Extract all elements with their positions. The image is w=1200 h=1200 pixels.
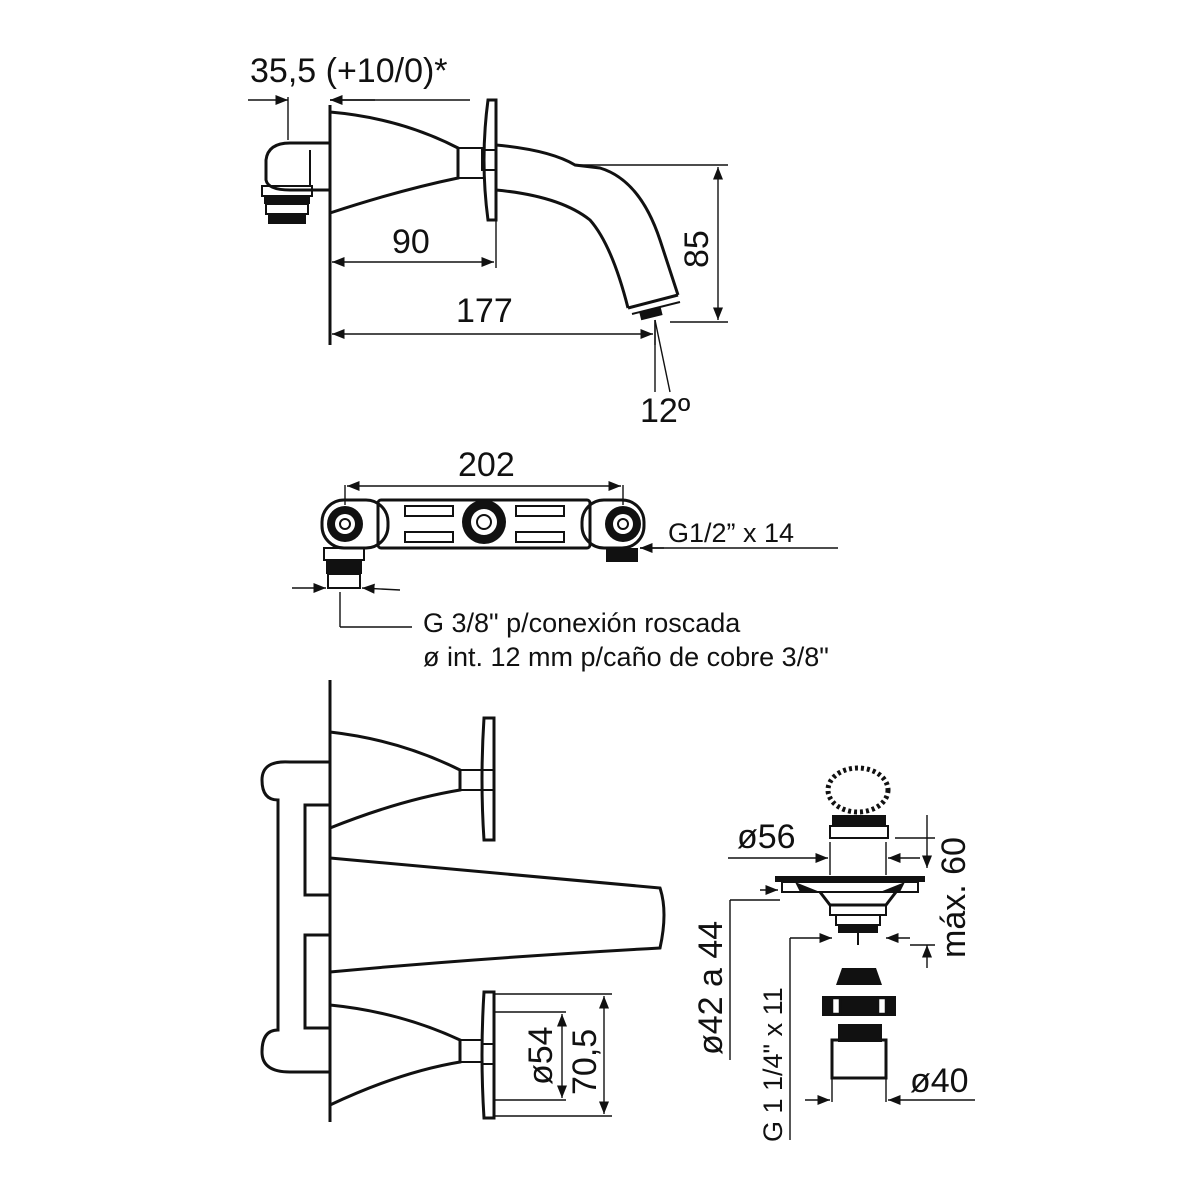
- front-view: ø54 70,5: [260, 680, 666, 1122]
- escutcheon-bell: [329, 110, 460, 215]
- right-valve-seat: [580, 498, 646, 562]
- top-handle: [329, 716, 496, 842]
- dim-54-label: ø54: [522, 1026, 560, 1085]
- drain-flange: [775, 876, 925, 945]
- bottom-handle: [329, 990, 496, 1120]
- dim-max60-label: máx. 60: [935, 837, 973, 958]
- tailpiece: [822, 968, 896, 1080]
- flange-plate: [458, 98, 498, 222]
- dim-202-label: 202: [458, 446, 515, 484]
- center-outlet: [462, 500, 506, 544]
- dim-177-label: 177: [456, 292, 513, 330]
- chain-plug: [825, 765, 891, 839]
- rear-pipe: [260, 760, 330, 1074]
- dim-40-label: ø40: [910, 1062, 969, 1100]
- note-line2: ø int. 12 mm p/caño de cobre 3/8": [423, 642, 829, 672]
- spout-body: [495, 143, 681, 321]
- dim-thread-label: G 1 1/4" x 11: [758, 987, 788, 1142]
- dim-35-5-label: 35,5 (+10/0)*: [250, 52, 448, 90]
- drain-assembly: ø56 máx. 60 ø42 a 44: [692, 765, 975, 1142]
- top-view: 202: [292, 446, 838, 672]
- dim-70-5-label: 70,5: [566, 1029, 604, 1095]
- dim-42-44-label: ø42 a 44: [692, 921, 730, 1055]
- thread-right-label: G1/2” x 14: [668, 518, 794, 548]
- side-view: 35,5 (+10/0)* 90 177 85 12º: [248, 52, 728, 430]
- dim-90-label: 90: [392, 223, 430, 261]
- note-line1: G 3/8" p/conexión roscada: [423, 608, 741, 638]
- angle-12-label: 12º: [640, 392, 690, 430]
- spout-front: [329, 856, 666, 974]
- dim-56-label: ø56: [737, 818, 796, 856]
- rear-connector: [261, 141, 330, 224]
- left-valve-seat: [320, 498, 390, 589]
- dim-85-label: 85: [678, 230, 716, 268]
